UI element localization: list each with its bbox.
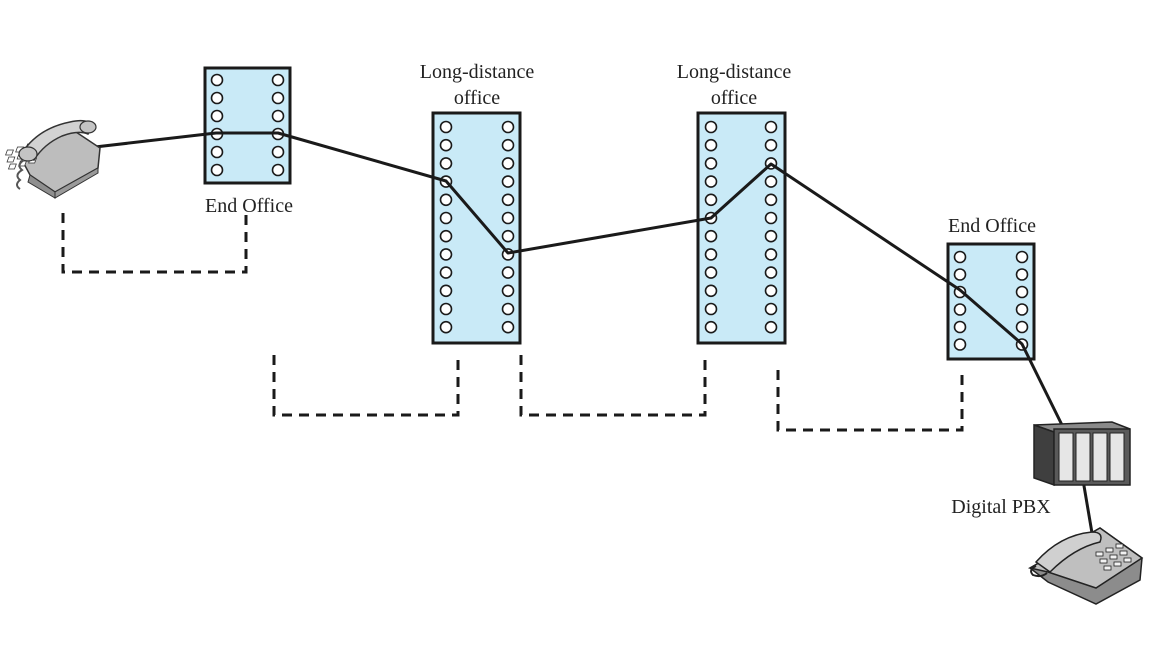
switch-port (953, 303, 967, 316)
switch-port (210, 109, 224, 123)
switch-port (764, 266, 778, 279)
switch-long-distance-1 (431, 111, 522, 345)
switch-port (439, 138, 453, 152)
end-office-right-label: End Office (948, 215, 1036, 237)
switch-port (764, 302, 778, 316)
switch-port (1015, 320, 1029, 334)
switch-port (501, 193, 515, 207)
switch-port (501, 157, 515, 170)
switch-port (439, 248, 453, 261)
switch-end-office-right (946, 242, 1036, 361)
switch-port (704, 229, 718, 243)
switch-port (764, 284, 778, 298)
switch-port (704, 120, 718, 134)
long-distance-office-2-label-line1: Long-distance (676, 61, 792, 83)
switch-port (501, 229, 515, 243)
switch-port (704, 248, 718, 261)
switch-port (704, 138, 718, 152)
switch-port (501, 120, 515, 134)
switch-port (704, 284, 718, 298)
switch-port (271, 91, 285, 105)
switch-port (439, 266, 453, 279)
switch-port (439, 120, 453, 134)
switch-port (439, 229, 453, 243)
switch-long-distance-2 (696, 111, 787, 345)
dashed-line-2 (272, 355, 460, 417)
switch-port (501, 175, 515, 188)
long-distance-office-2-label-line2: office (710, 87, 758, 109)
switch-port (953, 320, 967, 334)
switch-port (439, 211, 453, 225)
switch-port (501, 266, 515, 279)
switch-port (271, 145, 285, 159)
switch-end-office-left (203, 66, 292, 185)
switch-port (704, 157, 718, 170)
switch-port (439, 193, 453, 207)
long-distance-office-1-label-line2: office (453, 87, 501, 109)
switch-port (501, 320, 515, 334)
dashed-line-3 (519, 355, 707, 417)
desk-phone-icon (1027, 527, 1144, 605)
switch-port (764, 175, 778, 188)
switch-port (953, 338, 967, 351)
switch-port (704, 193, 718, 207)
switch-port (1015, 268, 1029, 281)
switch-port (704, 302, 718, 316)
switch-port (439, 320, 453, 334)
end-office-left-label: End Office (205, 195, 293, 217)
pbx-cabinet-icon (1033, 421, 1131, 487)
switch-port (501, 211, 515, 225)
switch-port (704, 266, 718, 279)
digital-pbx-label: Digital PBX (951, 496, 1051, 518)
dashed-line-4 (776, 370, 964, 432)
switch-port (210, 163, 224, 177)
switch-port (501, 138, 515, 152)
pbx-to-phone-line (1081, 479, 1094, 534)
dashed-line-1 (61, 213, 248, 274)
switch-port (764, 229, 778, 243)
switch-port (1015, 303, 1029, 316)
switch-port (210, 91, 224, 105)
switch-port (704, 320, 718, 334)
switch-port (439, 302, 453, 316)
switch-port (271, 163, 285, 177)
switch-port (764, 320, 778, 334)
switch-port (271, 73, 285, 87)
switch-port (764, 138, 778, 152)
switch-port (210, 73, 224, 87)
switch-port (271, 109, 285, 123)
switch-port (439, 284, 453, 298)
switch-port (764, 211, 778, 225)
telephone-icon (5, 119, 101, 199)
switch-port (439, 157, 453, 170)
long-distance-office-1-label-line1: Long-distance (419, 61, 535, 83)
switch-port (764, 248, 778, 261)
switch-port (501, 302, 515, 316)
switch-port (953, 268, 967, 281)
signaling-dashed-lines (61, 213, 964, 432)
switch-port (764, 193, 778, 207)
switch-port (764, 120, 778, 134)
call-path-line (94, 131, 1064, 426)
switch-port (953, 250, 967, 264)
switch-port (1015, 250, 1029, 264)
switch-port (210, 145, 224, 159)
switch-port (1015, 285, 1029, 299)
switch-port (704, 175, 718, 188)
switch-port (501, 284, 515, 298)
